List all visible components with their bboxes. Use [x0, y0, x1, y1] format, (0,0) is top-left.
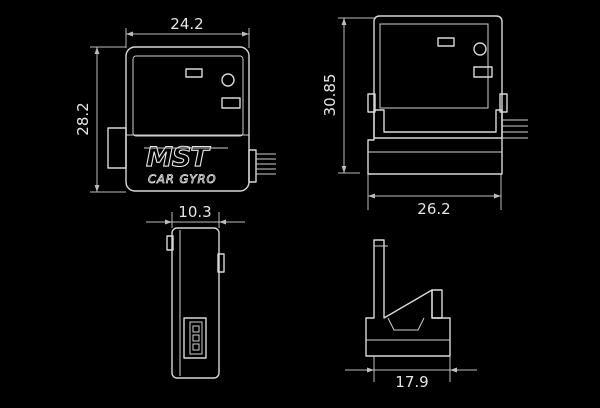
connector-block — [248, 149, 257, 183]
front-view: 24.2 28.2 MST CAR GYRO — [74, 15, 276, 193]
side-body-outline — [373, 15, 503, 139]
adjust-knob-icon — [221, 73, 235, 87]
button-window — [221, 97, 241, 109]
side-height-label: 30.85 — [321, 74, 339, 117]
led-window — [185, 68, 203, 78]
label-panel — [132, 55, 244, 137]
left-clip — [107, 127, 127, 169]
side-width-label: 26.2 — [417, 200, 450, 218]
pin-1 — [192, 325, 200, 333]
mount-view: 17.9 — [345, 239, 477, 391]
side-led-window — [437, 37, 455, 47]
bottom-body-outline — [171, 227, 220, 379]
side-button-window — [473, 66, 493, 78]
mount-bracket — [365, 239, 451, 357]
gyro-body-outline — [125, 46, 250, 192]
bottom-clip-top — [166, 235, 174, 251]
connector-inner — [189, 321, 203, 355]
brand-logo: MST — [146, 142, 211, 173]
front-height-label: 28.2 — [74, 102, 92, 135]
side-tab-right — [499, 93, 508, 113]
servo-connector — [183, 317, 207, 359]
front-width-label: 24.2 — [170, 15, 203, 33]
mount-notch — [387, 317, 425, 331]
product-name: CAR GYRO — [148, 172, 217, 186]
side-knob-icon — [473, 42, 487, 56]
side-label-panel — [379, 23, 489, 109]
pin-3 — [192, 343, 200, 351]
bottom-clip-right — [217, 253, 225, 273]
mount-post — [431, 289, 443, 319]
mount-width-label: 17.9 — [395, 373, 428, 391]
pin-2 — [192, 334, 200, 342]
side-view: 30.85 26.2 — [321, 15, 528, 218]
depth-label: 10.3 — [178, 203, 211, 221]
side-tab-left — [367, 93, 376, 113]
mounting-base — [367, 109, 503, 175]
bottom-view: 10.3 — [146, 203, 245, 379]
